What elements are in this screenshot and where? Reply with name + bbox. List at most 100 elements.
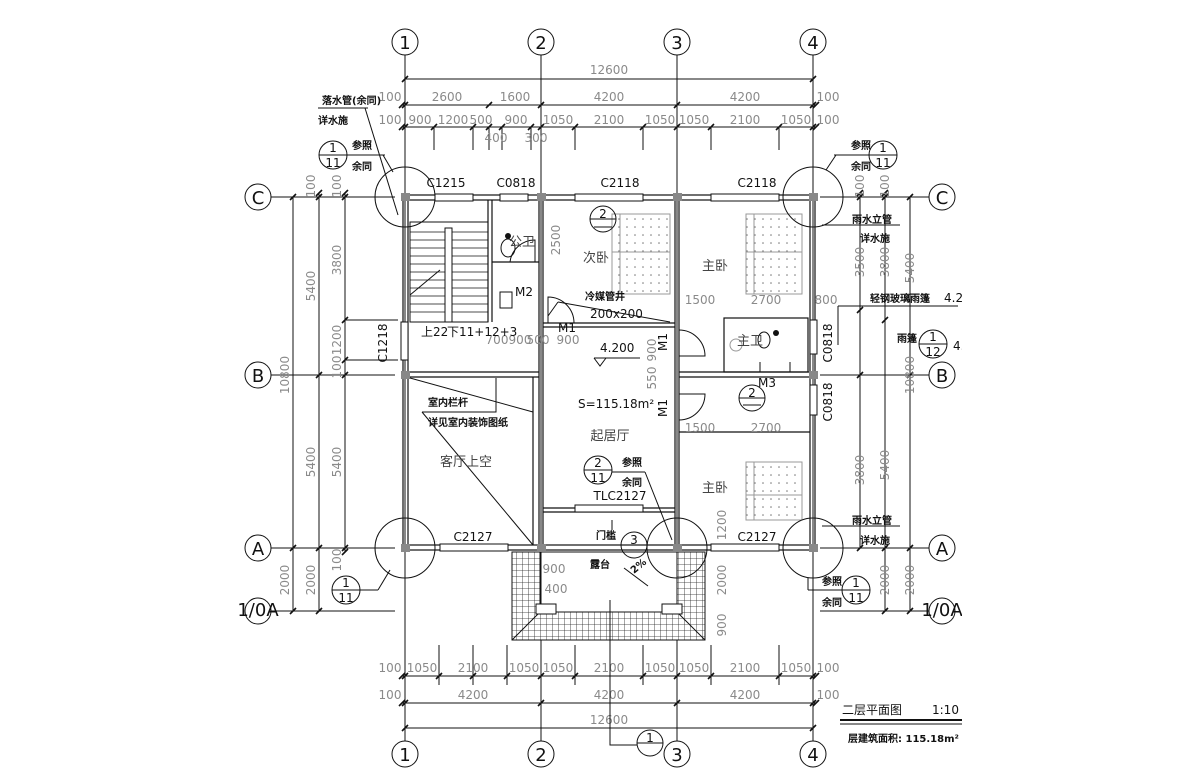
svg-text:100: 100 [853, 175, 867, 198]
svg-text:1050: 1050 [679, 661, 710, 675]
svg-text:参照: 参照 [622, 456, 642, 469]
svg-text:A: A [936, 539, 949, 560]
svg-text:2100: 2100 [730, 661, 761, 675]
svg-text:100: 100 [878, 175, 892, 198]
svg-text:900: 900 [505, 113, 528, 127]
svg-text:3500: 3500 [853, 247, 867, 278]
svg-text:100: 100 [330, 175, 344, 198]
svg-text:主卫: 主卫 [737, 334, 763, 349]
svg-text:参照: 参照 [352, 139, 372, 152]
svg-text:1200: 1200 [715, 510, 729, 541]
svg-text:参照: 参照 [851, 139, 871, 152]
svg-text:100: 100 [379, 113, 402, 127]
window-labels: C1215 C0818 C2118 C2118 C1218 C0818 C081… [376, 176, 835, 544]
svg-text:11: 11 [848, 591, 863, 605]
svg-text:3: 3 [671, 33, 682, 54]
svg-text:5400: 5400 [304, 447, 318, 478]
svg-text:1: 1 [329, 141, 337, 155]
svg-text:M1: M1 [656, 333, 670, 351]
dimension-tick [341, 548, 349, 556]
svg-text:900: 900 [715, 614, 729, 637]
axis-2-top: 2 [527, 28, 555, 56]
svg-text:1050: 1050 [645, 661, 676, 675]
svg-text:5400: 5400 [330, 447, 344, 478]
svg-text:10800: 10800 [278, 356, 292, 394]
svg-text:客厅上空: 客厅上空 [440, 454, 492, 470]
svg-text:300: 300 [525, 131, 548, 145]
svg-text:1200: 1200 [330, 325, 344, 356]
svg-text:1050: 1050 [407, 661, 438, 675]
dimension-tick [906, 607, 914, 615]
dimensions-interior: 700 900 500 900 2500 1500 2700 800 1500 … [486, 225, 838, 637]
dimension-tick [537, 123, 545, 131]
staircase [409, 221, 489, 323]
svg-text:3800: 3800 [853, 455, 867, 486]
svg-text:1050: 1050 [679, 113, 710, 127]
dimension-tick [812, 672, 820, 680]
svg-text:雨水立管: 雨水立管 [852, 514, 892, 527]
dimension-tick [856, 306, 864, 314]
axis-1-bottom: 1 [391, 740, 419, 768]
axis-A-right: A [928, 534, 956, 562]
annotations: 落水管(余同) 详水施 参照 余同 参照 余同 雨水立管 详水施 雨水立管 详水… [318, 94, 962, 609]
svg-text:11: 11 [325, 156, 340, 170]
svg-text:2600: 2600 [432, 90, 463, 104]
dimension-tick [401, 724, 409, 732]
dimension-tick [809, 724, 817, 732]
dimension-tick [881, 544, 889, 552]
svg-text:12: 12 [925, 345, 940, 359]
svg-text:2100: 2100 [594, 661, 625, 675]
axis-B-right: B [928, 361, 956, 389]
axis-B-left: B [244, 361, 272, 389]
svg-text:层建筑面积: 115.18m²: 层建筑面积: 115.18m² [848, 732, 959, 745]
dimension-tick [881, 607, 889, 615]
svg-text:1/0A: 1/0A [237, 600, 279, 621]
svg-text:2: 2 [535, 33, 546, 54]
svg-text:1:10: 1:10 [932, 703, 959, 717]
svg-text:C2127: C2127 [454, 530, 493, 544]
section-mark-3: 3 [620, 531, 648, 559]
svg-text:2700: 2700 [751, 293, 782, 307]
svg-text:详见室内装饰图纸: 详见室内装饰图纸 [428, 416, 508, 429]
svg-text:900: 900 [645, 339, 659, 362]
svg-text:1050: 1050 [543, 661, 574, 675]
svg-text:3: 3 [671, 745, 682, 766]
svg-text:公卫: 公卫 [509, 235, 535, 250]
svg-text:4200: 4200 [594, 688, 625, 702]
svg-text:次卧: 次卧 [583, 250, 609, 266]
svg-text:1: 1 [646, 731, 654, 745]
dimension-tick [398, 101, 406, 109]
svg-text:100: 100 [330, 549, 344, 572]
svg-text:4200: 4200 [458, 688, 489, 702]
svg-text:余同: 余同 [821, 596, 842, 609]
ref-1-11: 1 11 [841, 575, 871, 605]
svg-text:1050: 1050 [645, 113, 676, 127]
svg-text:余同: 余同 [351, 160, 372, 173]
room-labels: 公卫 次卧 主卧 主卫 起居厅 客厅上空 主卧 露台 [440, 235, 763, 571]
svg-text:12600: 12600 [590, 63, 628, 77]
dimension-tick [856, 193, 864, 201]
svg-text:11: 11 [590, 471, 605, 485]
svg-text:1500: 1500 [685, 293, 716, 307]
svg-text:门槛: 门槛 [596, 529, 616, 542]
ref-1-11: 1 11 [331, 569, 391, 605]
svg-text:3: 3 [630, 533, 638, 547]
svg-text:5400: 5400 [304, 271, 318, 302]
ref-1-11: 1 11 [868, 140, 898, 170]
svg-text:400: 400 [485, 131, 508, 145]
svg-text:500: 500 [527, 333, 550, 347]
axis-C-left: C [244, 183, 272, 211]
svg-text:起居厅: 起居厅 [590, 429, 629, 444]
svg-text:4200: 4200 [594, 90, 625, 104]
svg-text:2500: 2500 [549, 225, 563, 256]
svg-text:落水管(余同): 落水管(余同) [322, 94, 381, 107]
dimension-tick [315, 607, 323, 615]
svg-text:100: 100 [817, 113, 840, 127]
svg-text:余同: 余同 [850, 160, 871, 173]
axis-bubbles: 1 2 3 4 1 2 3 4 C B A 1/0A C B A 1/0A [237, 28, 962, 768]
axis-3-bottom: 3 [663, 740, 691, 768]
svg-text:A: A [252, 539, 265, 560]
